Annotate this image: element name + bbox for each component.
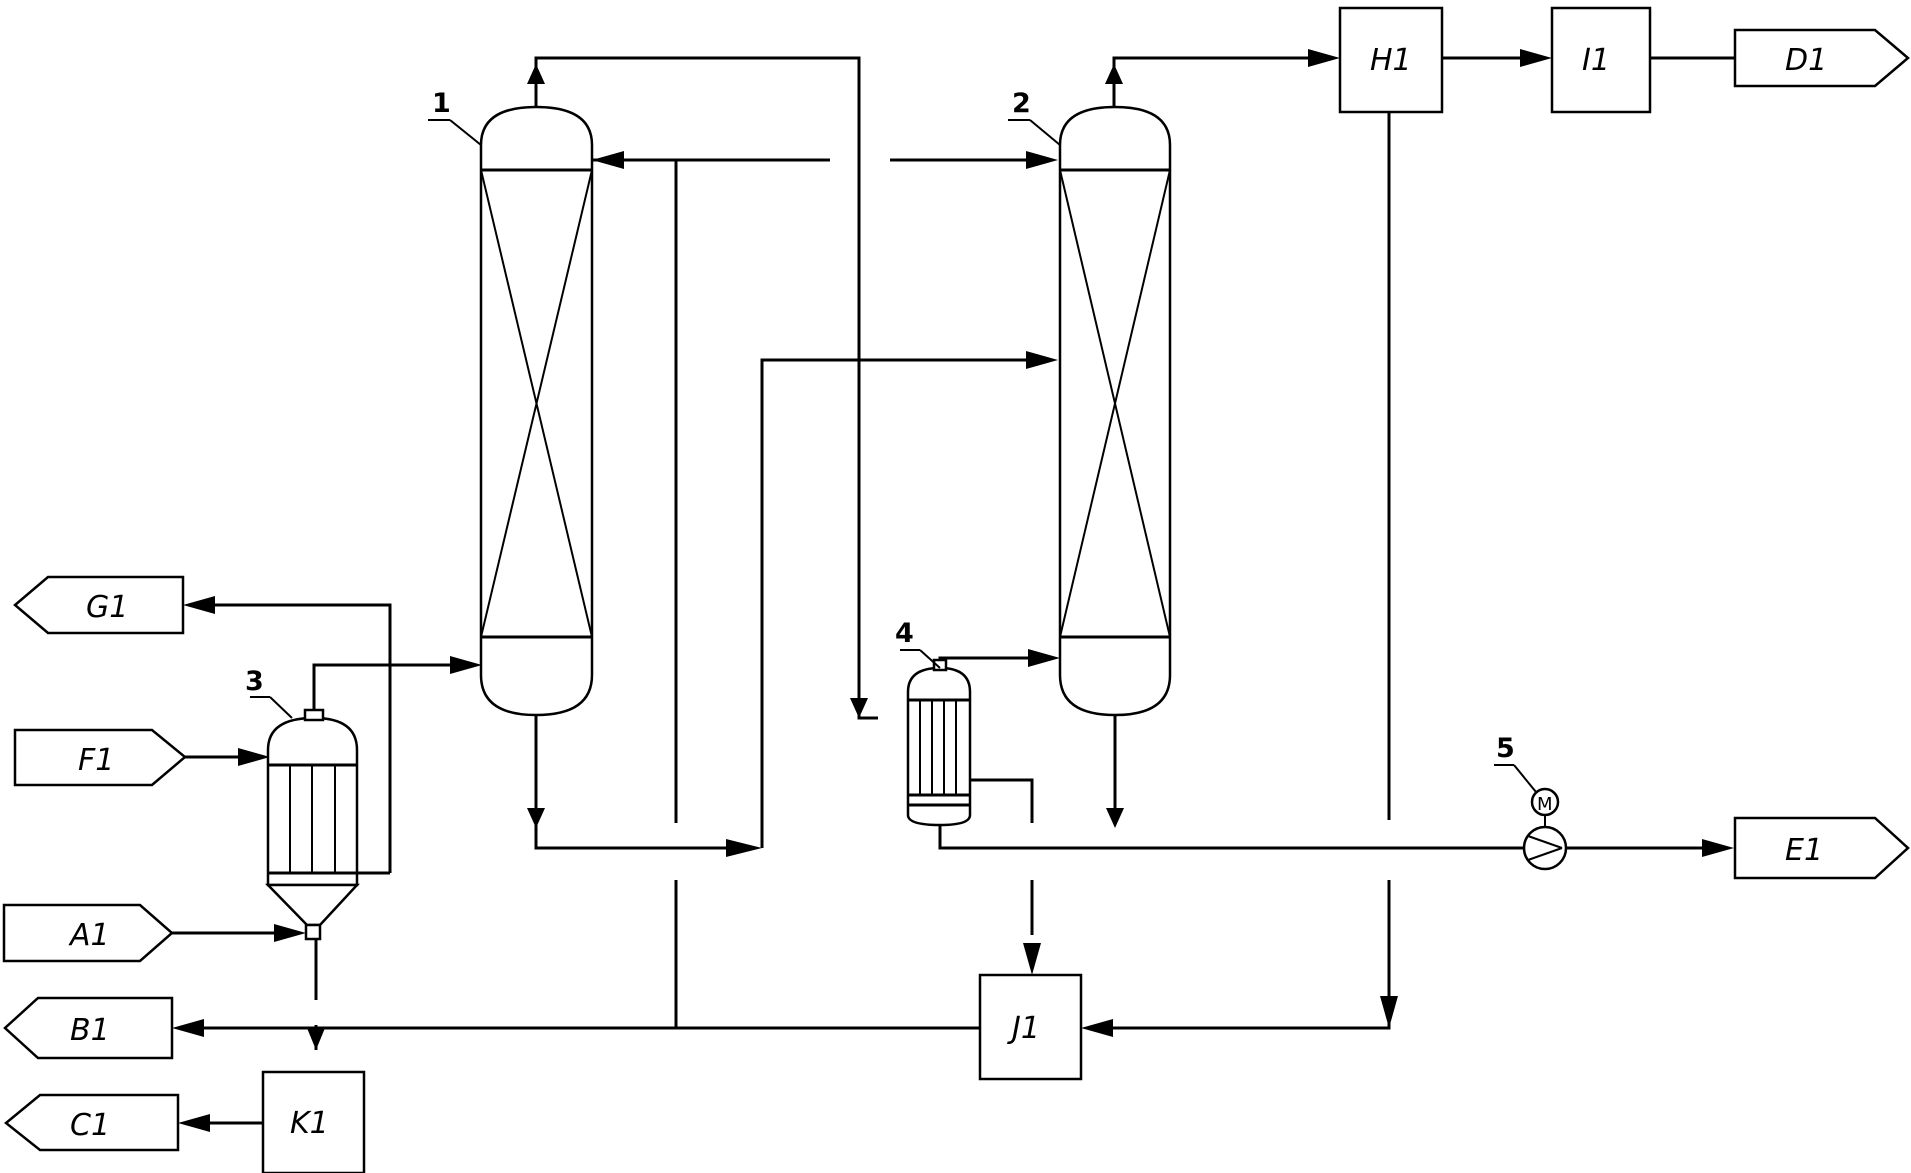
line-col2-feed [760,358,1048,848]
stream-a1-label: A1 [68,918,110,953]
arrow-to-b1 [172,1019,204,1037]
line-g1 [203,603,392,873]
column-1-shell [479,105,594,717]
unit-h1 [1338,6,1444,114]
stream-terminals: D1 E1 F1 A1 G1 B1 C1 [2,28,1910,1152]
column-1: 1 [428,88,594,717]
exchanger-3: 3 [245,666,360,941]
arrow-to-e1 [1702,839,1734,857]
arrow-to-j1-right [1081,1019,1113,1037]
stream-d1 [1733,28,1910,88]
exchanger-3-number: 3 [245,666,264,697]
pump-5-number: 5 [1496,733,1515,764]
arrow-to-k1 [307,1028,325,1050]
column-2: 2 [1008,88,1172,717]
stream-f1 [13,728,187,787]
stream-f1-label: F1 [78,743,114,778]
unit-k1-label: K1 [290,1106,329,1141]
stream-e1-label: E1 [1785,833,1823,868]
stream-a1 [2,903,174,963]
column-2-number: 2 [1012,88,1031,119]
unit-k1 [261,1070,366,1173]
stream-g1 [13,575,185,635]
unit-boxes: H1 I1 J1 K1 [261,6,1652,1173]
stream-b1 [3,996,174,1060]
arrow-to-col1 [450,656,482,674]
column-1-number: 1 [432,88,451,119]
column-2-shell [1058,105,1172,717]
arrow-to-g1 [183,596,215,614]
arrow-col2-reflux [1026,151,1058,169]
motor-symbol [1530,787,1560,817]
arrow-col2-top [1105,64,1123,84]
exchanger-4-shell [906,666,972,827]
process-lines [172,56,1735,1125]
stream-g1-label: G1 [86,590,128,625]
stream-c1 [4,1093,180,1152]
arrow-col2-feed [1026,351,1058,369]
arrow-to-col2-feed [726,839,762,857]
stream-e1 [1733,816,1910,880]
arrow-to-j1-top [1023,943,1041,975]
line-col1-bottoms [534,715,740,850]
arrow-to-i1 [1520,49,1552,67]
stream-c1-label: C1 [70,1108,110,1143]
pump-5: M 5 [1494,733,1568,871]
stream-b1-label: B1 [70,1013,110,1048]
unit-j1-label: J1 [1007,1011,1040,1046]
arrow-to-ex3-f1 [238,748,270,766]
motor-label: M [1537,794,1553,815]
line-col2-overhead [1112,56,1320,107]
arrow-col1-bottom [527,808,545,828]
arrow-to-ex3-a1 [274,924,306,942]
exchanger-4-number: 4 [895,618,914,649]
arrow-to-c1 [178,1114,210,1132]
arrow-col1-reflux [592,151,624,169]
arrowheads [172,49,1734,1132]
exchanger-4: 4 [895,618,972,827]
line-bottom-header [938,815,1523,850]
arrow-col2-bottom [1106,808,1124,828]
arrow-col1-top [527,64,545,84]
arrow-to-ex4 [850,698,868,718]
unit-j1 [978,973,1083,1081]
line-ex4-j1 [970,778,1034,823]
line-h1-down-2 [1098,880,1391,1030]
unit-i1 [1550,6,1652,114]
line-ex3-col1 [312,663,465,718]
unit-i1-label: I1 [1582,43,1610,78]
arrow-ex4-col2 [1028,649,1060,667]
arrow-to-h1 [1308,49,1340,67]
unit-h1-label: H1 [1370,43,1412,78]
arrow-h1-down [1380,996,1398,1028]
stream-d1-label: D1 [1785,43,1827,78]
